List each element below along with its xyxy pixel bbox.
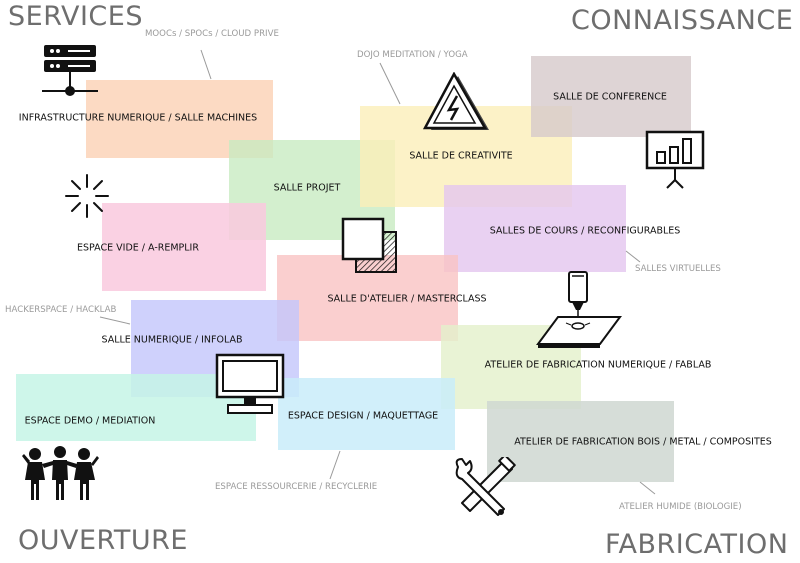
warning-triangle-icon (423, 72, 489, 130)
corner-title-connaissance: CONNAISSANCE (571, 5, 794, 36)
annotation-atelier-humide: ATELIER HUMIDE (BIOLOGIE) (619, 502, 742, 512)
server-icon (42, 45, 98, 96)
label-espace-design: ESPACE DESIGN / MAQUETTAGE (287, 410, 439, 422)
label-atelier-masterclass: SALLE D'ATELIER / MASTERCLASS (327, 293, 487, 305)
laser-cutter-icon (536, 271, 622, 348)
label-creativite: SALLE DE CREATIVITE (409, 150, 513, 162)
sparkle-icon (65, 174, 109, 218)
annotation-moocs: MOOCs / SPOCs / CLOUD PRIVE (145, 29, 279, 39)
zone-conference (531, 56, 691, 137)
label-espace-vide: ESPACE VIDE / A-REMPLIR (77, 242, 199, 254)
label-infrastructure: INFRASTRUCTURE NUMERIQUE / SALLE MACHINE… (18, 112, 258, 124)
annotation-dojo: DOJO MEDITATION / YOGA (357, 50, 468, 60)
presentation-chart-icon (645, 130, 705, 189)
corner-title-fabrication: FABRICATION (605, 529, 789, 560)
annotation-hackerspace: HACKERSPACE / HACKLAB (5, 305, 117, 315)
label-salles-cours: SALLES DE COURS / RECONFIGURABLES (489, 225, 681, 237)
label-bois-metal: ATELIER DE FABRICATION BOIS / METAL / CO… (514, 436, 772, 448)
corner-title-ouverture: OUVERTURE (18, 525, 188, 556)
people-icon (22, 446, 99, 500)
zone-salles-cours (444, 185, 626, 272)
copy-squares-icon (341, 217, 397, 273)
tools-icon (455, 457, 516, 516)
corner-title-services: SERVICES (8, 1, 143, 32)
annotation-salles-virtuelles: SALLES VIRTUELLES (635, 264, 721, 274)
label-conference: SALLE DE CONFERENCE (553, 91, 667, 103)
label-espace-demo: ESPACE DEMO / MEDIATION (24, 415, 156, 427)
label-fablab: ATELIER DE FABRICATION NUMERIQUE / FABLA… (484, 359, 712, 371)
label-salle-numerique: SALLE NUMERIQUE / INFOLAB (101, 334, 243, 346)
zone-espace-vide (102, 203, 266, 291)
label-salle-projet: SALLE PROJET (273, 182, 341, 194)
annotation-ressourcerie: ESPACE RESSOURCERIE / RECYCLERIE (215, 482, 378, 492)
monitor-icon (215, 353, 285, 414)
zone-bois-metal (487, 401, 674, 482)
zone-espace-design (278, 378, 455, 450)
